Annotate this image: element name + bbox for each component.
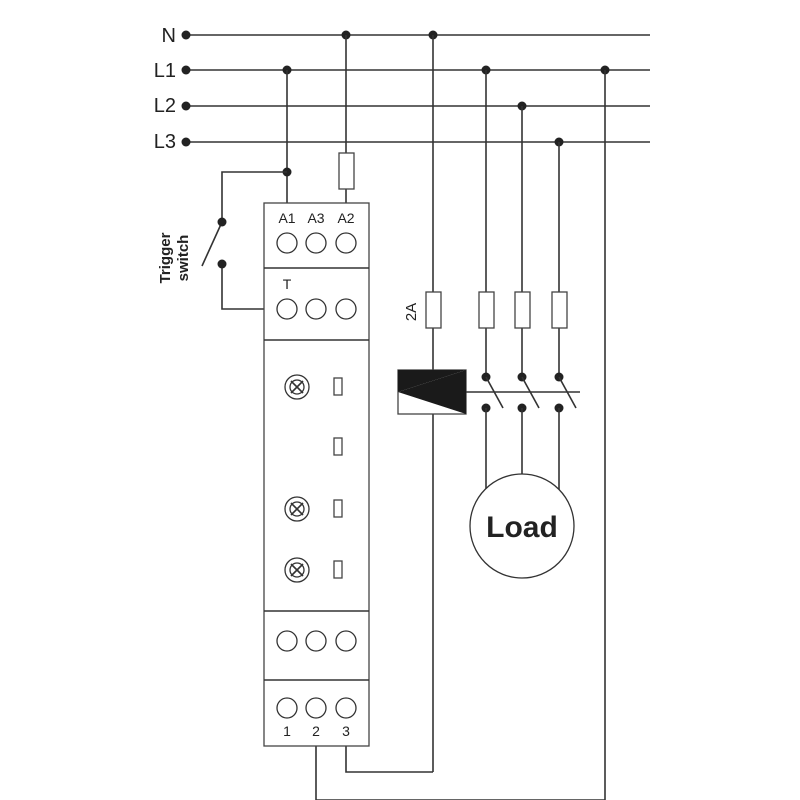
relay-housing [263,202,370,747]
contact-l2-blade [521,376,540,409]
contactor-coil-fill [398,370,466,414]
junctions [282,30,610,147]
fuse-l2 [514,291,531,329]
indicator-led-1 [333,377,343,396]
terminal-a1 [276,232,298,254]
adjust-knob-1 [284,374,310,400]
contact-l3-blade [558,376,577,409]
terminal-t3 [335,298,357,320]
fuse-a2 [338,152,355,190]
relay-module: A1 A3 A2 T [263,202,370,747]
contactor-coil [397,369,580,415]
fuse-rating-label: 2A [403,303,420,321]
terminal-a2 [335,232,357,254]
line-label-l1: L1 [154,60,176,82]
trigger-switch-label-line1: Trigger [157,232,174,283]
terminal-3 [335,697,357,719]
contact-l1-blade [485,376,504,409]
terminal-label-a1: A1 [278,210,295,226]
terminal-label-t: T [283,276,292,292]
trigger-switch-contact-bottom [217,259,227,269]
line-label-l3: L3 [154,131,176,153]
terminal-lower-3 [335,630,357,652]
trigger-switch-blade [201,221,223,267]
supply-lines: N L1 L2 L3 [154,25,650,153]
terminal-t2 [305,298,327,320]
load-circle [469,473,575,579]
wire-terminal2-return [315,740,605,800]
fuse-l3 [551,291,568,329]
load-label: Load [486,511,558,544]
line-start-dot-l1 [181,65,191,75]
trigger-switch-contact-top [217,217,227,227]
fuse-l1 [478,291,495,329]
terminal-1 [276,697,298,719]
adjust-knob-2 [284,496,310,522]
wire-trigger-top [221,171,287,222]
terminal-2 [305,697,327,719]
line-start-dot-n [181,30,191,40]
trigger-switch-label: Trigger switch [157,232,192,283]
terminal-lower-2 [305,630,327,652]
line-start-dot-l3 [181,137,191,147]
terminal-label-a3: A3 [307,210,324,226]
terminal-label-3: 3 [342,723,350,739]
load: Load [469,473,575,579]
indicator-led-2 [333,437,343,456]
line-label-l2: L2 [154,95,176,117]
indicator-led-3 [333,499,343,518]
line-label-n: N [162,25,176,47]
fuse-coil [425,291,442,329]
terminal-lower-1 [276,630,298,652]
adjust-knob-3 [284,557,310,583]
indicator-led-4 [333,560,343,579]
terminal-label-1: 1 [283,723,291,739]
control-wiring [201,35,606,800]
terminal-a3 [305,232,327,254]
main-contacts [478,70,577,492]
terminal-t [276,298,298,320]
wire-terminal3-coil [345,740,433,773]
terminal-label-2: 2 [312,723,320,739]
trigger-switch-label-line2: switch [175,235,192,282]
line-start-dot-l2 [181,101,191,111]
terminal-label-a2: A2 [337,210,354,226]
wire-trigger-bottom [221,264,264,310]
